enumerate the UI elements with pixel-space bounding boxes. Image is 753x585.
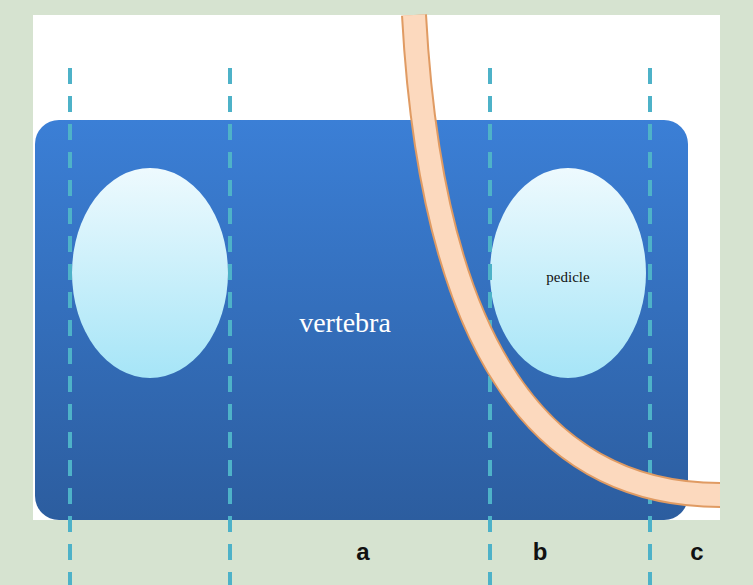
node-label: pedicle (546, 268, 589, 286)
pedicle-ellipse: pedicle (490, 168, 646, 378)
rod-fill (414, 15, 720, 495)
dashed-guide (228, 68, 232, 585)
dashed-guide (648, 68, 652, 585)
region-letter: b (533, 538, 548, 567)
region-letter: a (356, 538, 369, 567)
white-panel (33, 15, 720, 520)
region-letter: c (690, 538, 703, 567)
dashed-guide (68, 68, 72, 585)
left-pedicle (72, 168, 228, 378)
node-label: vertebra (299, 306, 391, 340)
right-pedicle (490, 168, 646, 378)
vertebra-region: vertebra pedicle (35, 120, 688, 520)
rod-outline (414, 15, 720, 495)
